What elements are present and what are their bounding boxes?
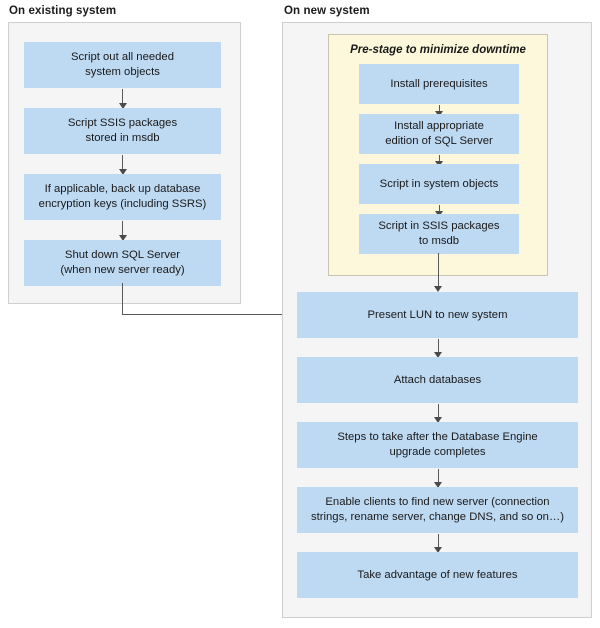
left-panel-title: On existing system	[9, 5, 117, 17]
node-post-upgrade-steps[interactable]: Steps to take after the Database Engine …	[297, 422, 578, 468]
arrow-down-icon-l1	[118, 89, 127, 109]
existing-system-panel: Script out all needed system objects Scr…	[8, 22, 241, 304]
arrow-down-icon-l3	[118, 221, 127, 241]
node-script-ssis-packages-msdb[interactable]: Script SSIS packages stored in msdb	[24, 108, 221, 154]
prestage-label: Pre-stage to minimize downtime	[350, 44, 526, 56]
node-enable-clients[interactable]: Enable clients to find new server (conne…	[297, 487, 578, 533]
node-back-up-encryption-keys[interactable]: If applicable, back up database encrypti…	[24, 174, 221, 220]
node-present-lun[interactable]: Present LUN to new system	[297, 292, 578, 338]
node-take-advantage-new-features[interactable]: Take advantage of new features	[297, 552, 578, 598]
arrow-down-icon-r1	[434, 339, 443, 358]
arrow-down-icon-r2	[434, 404, 443, 423]
new-system-panel: Pre-stage to minimize downtime Install p…	[282, 22, 592, 618]
node-script-in-ssis-packages[interactable]: Script in SSIS packages to msdb	[359, 214, 519, 254]
arrow-down-icon-r4	[434, 534, 443, 553]
node-attach-databases[interactable]: Attach databases	[297, 357, 578, 403]
node-shut-down-sql-server[interactable]: Shut down SQL Server (when new server re…	[24, 240, 221, 286]
node-script-in-system-objects[interactable]: Script in system objects	[359, 164, 519, 204]
connector-vertical-segment	[122, 283, 124, 315]
node-install-prerequisites[interactable]: Install prerequisites	[359, 64, 519, 104]
node-install-edition-sql-server[interactable]: Install appropriate edition of SQL Serve…	[359, 114, 519, 154]
node-script-out-system-objects[interactable]: Script out all needed system objects	[24, 42, 221, 88]
arrow-down-icon-r3	[434, 469, 443, 488]
connector-horizontal-segment	[122, 313, 290, 315]
arrow-down-icon-l2	[118, 155, 127, 175]
prestage-group: Pre-stage to minimize downtime Install p…	[328, 34, 548, 276]
right-panel-title: On new system	[284, 5, 370, 17]
